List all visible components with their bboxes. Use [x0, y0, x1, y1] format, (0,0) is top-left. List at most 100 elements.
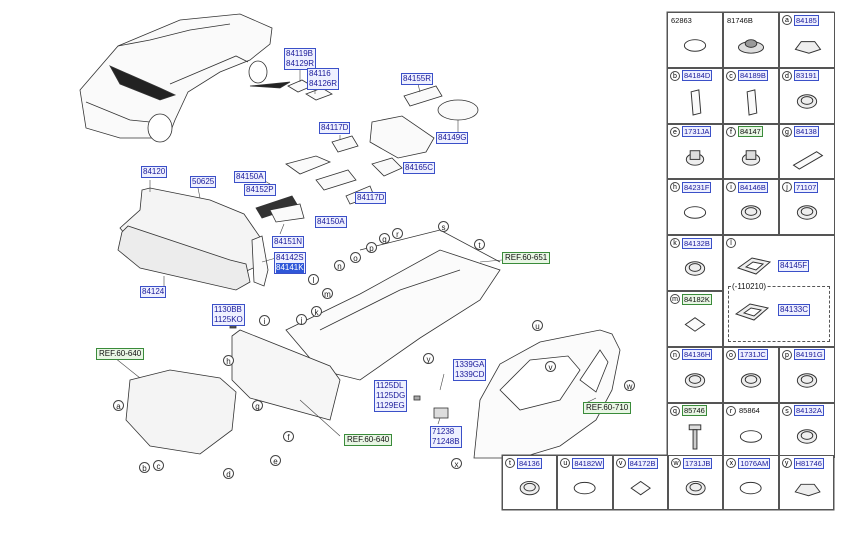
part-icon — [668, 307, 722, 346]
callout-letter: t — [505, 458, 515, 468]
part-number: 84136 — [517, 457, 542, 469]
part-label-84117d-upper[interactable]: 84117D — [319, 122, 351, 134]
part-label-84117d-lower[interactable]: 84117D — [355, 192, 387, 204]
callout-e: e — [270, 455, 281, 466]
callout-letter: x — [726, 458, 737, 468]
callout-letter: y — [781, 458, 792, 468]
callout-q: q — [379, 233, 390, 244]
ref-label-60-651[interactable]: REF.60-651 — [502, 252, 551, 264]
part-number: 1731JC — [738, 349, 768, 361]
part-icon — [780, 84, 834, 123]
part-label-84151n[interactable]: 84151N — [272, 236, 305, 248]
callout-letter: j — [782, 182, 792, 193]
callout-s: s — [438, 221, 449, 232]
part-icon — [780, 363, 834, 402]
ref-label-60-710[interactable]: REF.60-710 — [583, 402, 632, 414]
callout-letter: d — [782, 70, 792, 81]
table-cell-81746B[interactable]: 81746B — [723, 12, 779, 68]
car-illustration — [79, 13, 291, 143]
callout-d: d — [223, 468, 234, 479]
part-number: 84185 — [794, 14, 819, 26]
part-number: 84182W — [572, 457, 605, 469]
part-icon — [668, 84, 722, 123]
callout-t: t — [474, 239, 485, 250]
part-number: 84146B — [738, 181, 768, 193]
gasket-icon — [734, 303, 770, 321]
part-label-84149g[interactable]: 84149G — [436, 132, 469, 144]
callout-a: a — [113, 400, 124, 411]
part-label-84150a-upper[interactable]: 84150A — [234, 171, 266, 183]
part-icon — [668, 28, 722, 67]
part-label-84120[interactable]: 84120 — [141, 166, 168, 178]
part-label-84124[interactable]: 84124 — [140, 286, 167, 298]
part-label-84155r[interactable]: 84155R — [401, 73, 434, 85]
callout-letter: q — [670, 405, 680, 416]
part-label-84152p[interactable]: 84152P — [244, 184, 276, 196]
part-label-84165c[interactable]: 84165C — [403, 162, 436, 174]
table-cell-62863[interactable]: 62863 — [667, 12, 723, 68]
callout-j: j — [296, 314, 307, 325]
part-number: 85864 — [739, 406, 760, 416]
part-number-84133c: 84133C — [778, 304, 811, 317]
ref-label-60-640-bottom[interactable]: REF.60-640 — [344, 434, 393, 446]
gasket-icon — [736, 257, 772, 275]
part-icon — [668, 363, 722, 402]
callout-letter: g — [782, 126, 792, 137]
part-icon — [724, 84, 778, 123]
part-number: 84191G — [794, 349, 825, 361]
ref-label-60-640-left[interactable]: REF.60-640 — [96, 348, 145, 360]
callout-letter: o — [726, 349, 736, 360]
part-label-50625[interactable]: 50625 — [190, 176, 217, 188]
part-label-84150a-lower[interactable]: 84150A — [315, 216, 347, 228]
part-icon — [724, 419, 778, 458]
variant-box — [728, 286, 830, 343]
callout-n: n — [334, 260, 345, 271]
part-label-84141k: 84141K — [276, 263, 304, 273]
callout-k: k — [311, 306, 322, 317]
callout-letter: l — [726, 238, 736, 249]
part-number: 84136H — [682, 349, 713, 361]
callout-o: o — [350, 252, 361, 263]
